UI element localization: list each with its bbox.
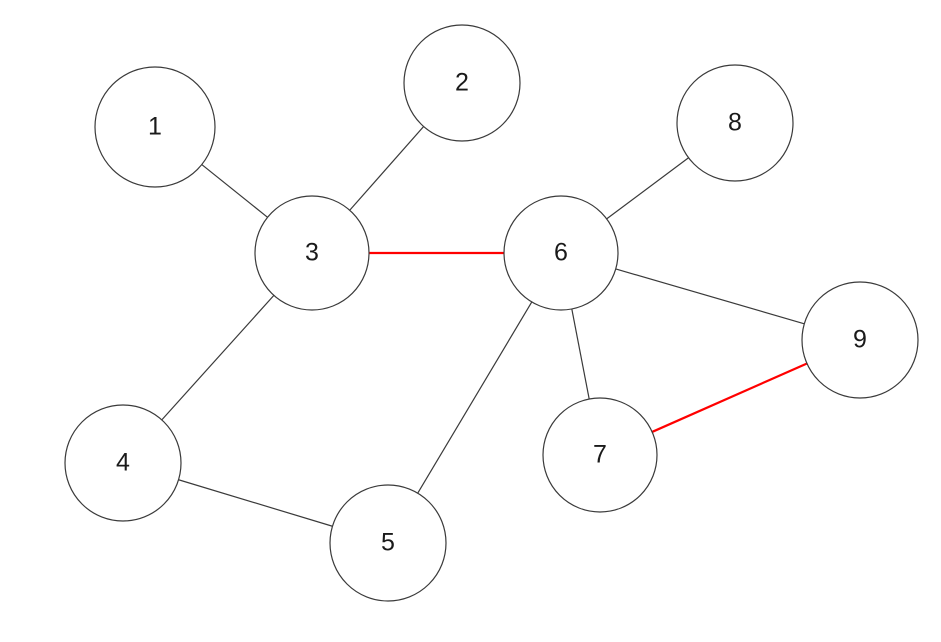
node-circle-5[interactable] — [329, 484, 447, 602]
graph-node-1[interactable]: 1 — [94, 66, 216, 188]
node-label-7: 7 — [593, 441, 607, 469]
node-circle-8[interactable] — [676, 64, 794, 182]
graph-edge-2-3[interactable] — [349, 126, 425, 211]
graph-edge-5-6[interactable] — [417, 301, 533, 494]
graph-edge-4-5[interactable] — [178, 479, 333, 527]
node-label-5: 5 — [381, 529, 395, 557]
node-label-8: 8 — [728, 109, 742, 137]
node-circle-2[interactable] — [403, 24, 521, 142]
graph-node-6[interactable]: 6 — [503, 195, 619, 311]
graph-edge-3-4[interactable] — [161, 294, 275, 421]
graph-node-5[interactable]: 5 — [329, 484, 447, 602]
node-label-2: 2 — [455, 69, 469, 97]
nodes-layer: 1 2 3 4 5 6 7 8 9 — [64, 24, 919, 602]
node-label-4: 4 — [116, 449, 130, 477]
graph-node-2[interactable]: 2 — [403, 24, 521, 142]
node-label-1: 1 — [148, 113, 162, 141]
graph-node-7[interactable]: 7 — [542, 397, 658, 513]
graph-node-8[interactable]: 8 — [676, 64, 794, 182]
graph-edge-6-9[interactable] — [615, 268, 805, 325]
node-circle-3[interactable] — [254, 195, 370, 311]
graph-edge-1-3[interactable] — [201, 164, 268, 218]
node-circle-4[interactable] — [64, 404, 182, 522]
node-circle-6[interactable] — [503, 195, 619, 311]
graph-node-4[interactable]: 4 — [64, 404, 182, 522]
node-label-9: 9 — [853, 326, 867, 354]
graph-edge-6-7[interactable] — [571, 308, 590, 400]
graph-node-3[interactable]: 3 — [254, 195, 370, 311]
node-circle-9[interactable] — [801, 281, 919, 399]
graph-edge-6-8[interactable] — [606, 157, 689, 220]
node-label-3: 3 — [305, 239, 319, 267]
graph-edge-7-9[interactable] — [651, 362, 808, 433]
node-circle-1[interactable] — [94, 66, 216, 188]
edges-layer — [161, 126, 808, 527]
node-circle-7[interactable] — [542, 397, 658, 513]
graph-node-9[interactable]: 9 — [801, 281, 919, 399]
node-label-6: 6 — [554, 239, 568, 267]
